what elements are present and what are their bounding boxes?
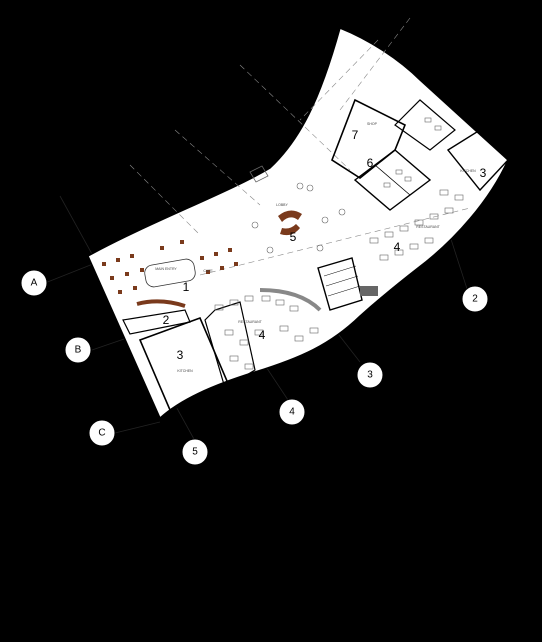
- svg-text:SHOP: SHOP: [367, 122, 378, 126]
- zone-5-atrium: LOBBY: [249, 165, 346, 254]
- svg-text:LOBBY: LOBBY: [276, 203, 288, 207]
- svg-text:A: A: [31, 278, 38, 289]
- zone-3-kitchen-right: KITCHEN: [446, 129, 509, 192]
- grid-bubble-3: 3: [356, 361, 384, 389]
- room-number-6: 6: [367, 156, 374, 170]
- room-number-7: 7: [352, 128, 359, 142]
- room-number-5: 5: [290, 230, 297, 244]
- svg-text:RESTAURANT: RESTAURANT: [416, 225, 440, 229]
- room-number-4-left: 4: [259, 328, 266, 342]
- grid-bubbles: A B C 2 3 4 5: [20, 269, 489, 466]
- svg-text:4: 4: [289, 407, 295, 418]
- room-number-1: 1: [183, 280, 190, 294]
- zone-3-kitchen-left: KITCHEN: [138, 316, 232, 412]
- room-number-3-right: 3: [480, 166, 487, 180]
- svg-text:MAIN ENTRY: MAIN ENTRY: [155, 267, 177, 271]
- core-stair: [317, 257, 378, 311]
- zone-4-restaurant-right: RESTAURANT: [369, 189, 464, 261]
- room-number-2-left: 2: [163, 313, 170, 327]
- grid-bubble-a: A: [20, 269, 48, 297]
- svg-text:KITCHEN: KITCHEN: [177, 369, 193, 373]
- grid-bubble-b: B: [64, 336, 92, 364]
- grid-bubble-c: C: [88, 419, 116, 447]
- construction-lines: [129, 17, 471, 276]
- zone-7-shop: SHOP: [331, 98, 407, 179]
- svg-text:CAFE: CAFE: [203, 269, 213, 273]
- svg-text:KITCHEN: KITCHEN: [460, 169, 476, 173]
- floor-plate: [87, 26, 509, 420]
- zone-1-cafe: MAIN ENTRY CAFE: [102, 240, 238, 308]
- zone-4-restaurant-left: RESTAURANT: [204, 288, 322, 389]
- room-number-4-right: 4: [394, 240, 401, 254]
- svg-text:C: C: [98, 428, 105, 439]
- service-block: [394, 99, 456, 151]
- grid-bubble-5: 5: [181, 438, 209, 466]
- svg-text:B: B: [75, 345, 82, 356]
- svg-text:3: 3: [367, 370, 373, 381]
- svg-text:5: 5: [192, 447, 198, 458]
- grid-bubble-4: 4: [278, 398, 306, 426]
- grid-bubble-2: 2: [461, 285, 489, 313]
- room-numbers: 1 2 3 4 5 4 3 6 7: [163, 128, 487, 362]
- room-number-3-left: 3: [177, 348, 184, 362]
- svg-text:2: 2: [472, 294, 478, 305]
- svg-text:RESTAURANT: RESTAURANT: [238, 320, 262, 324]
